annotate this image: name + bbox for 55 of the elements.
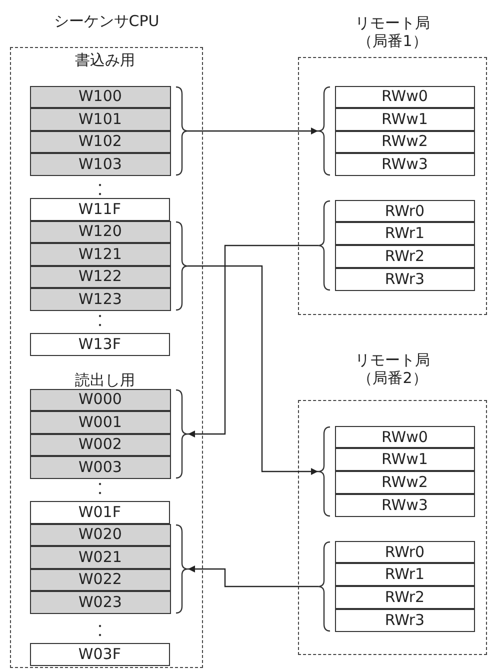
register-cell: W11F	[30, 198, 170, 221]
section-label: 書込み用	[74, 51, 136, 69]
register-cell: RWw1	[334, 448, 475, 472]
arrow	[188, 265, 318, 475]
register-cell: RWw0	[334, 426, 475, 448]
register-group	[30, 86, 188, 176]
register-cell: RWr1	[334, 563, 475, 586]
register-group	[30, 524, 188, 614]
register-cell: W003	[30, 456, 171, 479]
register-cell: RWr3	[334, 608, 475, 632]
register-cell: RWw2	[334, 471, 475, 494]
register-cell: W021	[30, 546, 171, 569]
register-cell: RWw2	[334, 130, 475, 154]
arrow	[188, 244, 318, 438]
register-cell: W023	[30, 591, 171, 614]
register-group	[30, 220, 188, 311]
register-cell: RWr0	[334, 540, 475, 564]
register-cell: W03F	[30, 642, 170, 666]
register-cell: W103	[30, 153, 171, 176]
section-label: 読出し用	[74, 371, 136, 389]
register-cell: W102	[30, 130, 171, 154]
register-cell: W121	[30, 243, 171, 266]
register-cell: W020	[30, 524, 171, 546]
register-cell: RWr3	[334, 268, 475, 291]
register-cell: W000	[30, 388, 171, 412]
register-group	[30, 388, 188, 479]
register-cell: W120	[30, 220, 171, 244]
device-heading: リモート局	[354, 351, 431, 369]
arrow	[188, 566, 318, 588]
register-cell: RWr1	[334, 222, 475, 246]
register-group	[318, 540, 475, 632]
register-cell: W100	[30, 86, 171, 108]
register-cell: RWr2	[334, 586, 475, 609]
register-cell: RWw0	[334, 86, 475, 108]
register-cell: RWw1	[334, 108, 475, 131]
register-cell: RWr2	[334, 245, 475, 268]
register-cell: W001	[30, 411, 171, 434]
register-cell: W022	[30, 568, 171, 592]
device-heading: リモート局	[354, 14, 431, 32]
register-group	[318, 86, 475, 176]
register-group	[318, 426, 475, 517]
register-cell: W002	[30, 434, 171, 456]
device-heading: シーケンサCPU	[52, 12, 160, 30]
register-cell: W122	[30, 266, 171, 288]
register-cell: W101	[30, 108, 171, 131]
arrow	[188, 128, 318, 134]
register-cell: RWw3	[334, 153, 475, 176]
device-heading: （局番2）	[356, 369, 428, 387]
register-cell: W123	[30, 288, 171, 311]
register-cell: W13F	[30, 332, 170, 356]
register-cell: W01F	[30, 500, 170, 524]
register-cell: RWr0	[334, 200, 475, 222]
register-cell: RWw3	[334, 494, 475, 517]
device-heading: （局番1）	[356, 32, 428, 50]
register-group	[318, 200, 475, 291]
